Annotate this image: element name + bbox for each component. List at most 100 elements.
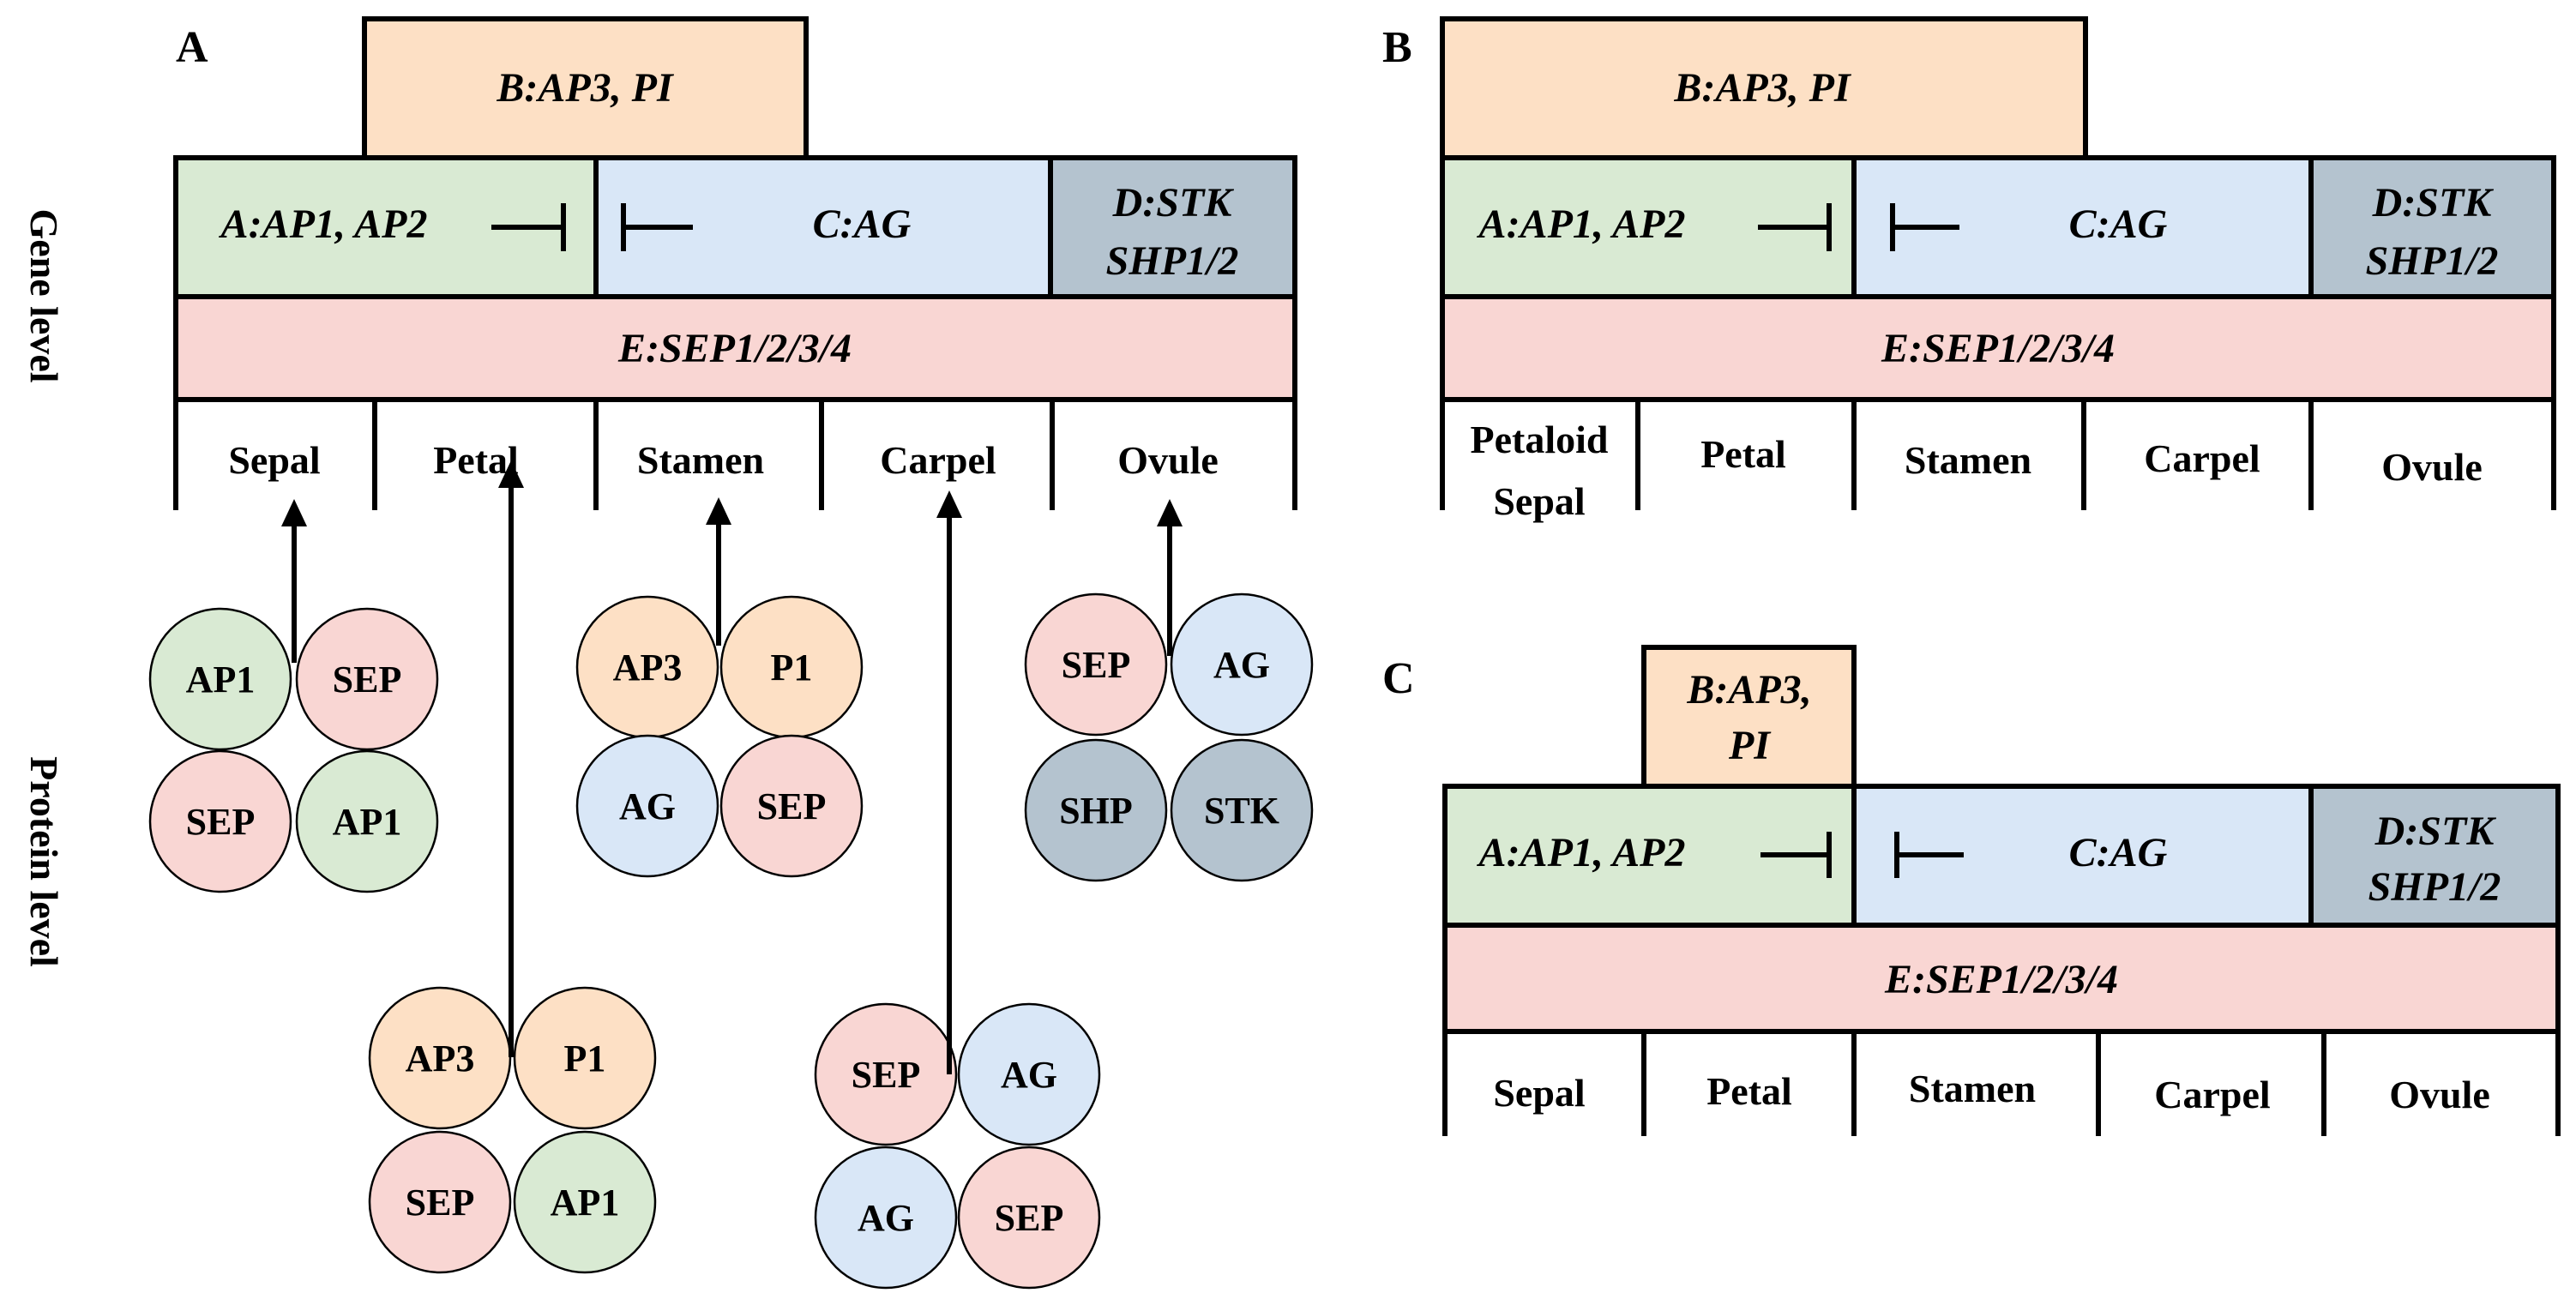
panel-a-a-function-label: A:AP1, AP2 [219,201,428,247]
panel-a-e-function-label: E:SEP1/2/3/4 [617,326,852,371]
protein-label: AP1 [551,1182,620,1224]
panel-c-organ-stamen: Stamen [1909,1067,2036,1110]
panel-b-c-function-label: C:AG [2069,201,2168,247]
protein-circle [1170,738,1314,882]
panel-b: B B:AP3, PI A:AP1, AP2 C:AG D:STK SHP1/2… [1382,16,2556,523]
panel-b-d-function-box [2308,155,2556,299]
protein-complex-carpel: SEP AG AG SEP [814,1002,1101,1290]
panel-b-organ-dividers [1440,400,2556,510]
protein-label: AG [858,1197,914,1239]
panel-b-b-function-label: B:AP3, PI [1673,65,1852,111]
panel-a-e-function-box [173,294,1297,402]
panel-b-organ-sepal: Sepal [1493,479,1585,523]
protein-label: SEP [757,785,827,827]
panel-a-organ-stamen: Stamen [637,438,764,482]
protein-circle [719,734,864,878]
protein-circle [368,1130,512,1274]
panel-b-a-function-label: A:AP1, AP2 [1477,201,1686,247]
protein-circle [295,749,439,893]
panel-b-d-function-label-1: D:STK [2372,180,2495,226]
protein-circle [814,1146,958,1290]
panel-c-organ-dividers [1442,1031,2561,1136]
panel-c-d-function-label-2: SHP1/2 [2368,864,2501,910]
panel-a-c-inhibition-icon [621,203,693,251]
panel-a-b-function-box [362,16,809,160]
protein-circle [1024,592,1168,737]
protein-label: SEP [1062,644,1131,686]
panel-c: C B:AP3, PI A:AP1, AP2 C:AG D:STK SHP1/2… [1382,645,2561,1136]
arrow-carpel-head [936,490,962,518]
protein-circle [295,607,439,751]
protein-circle [814,1002,958,1146]
panel-c-b-function-label-1: B:AP3, [1686,667,1811,713]
panel-c-letter: C [1382,654,1415,703]
protein-label: SEP [186,801,256,843]
arrow-stamen-head [706,497,731,525]
panel-c-d-function-box [2308,784,2561,928]
panel-c-organ-ovule: Ovule [2389,1073,2490,1116]
protein-circle [513,986,657,1130]
protein-circle [148,749,292,893]
panel-c-e-function-box [1442,923,2561,1034]
panel-c-organ-sepal: Sepal [1493,1071,1585,1115]
panel-a-organ-ovule: Ovule [1117,438,1219,482]
arrow-petal-head [498,460,524,488]
panel-c-b-function-label-2: PI [1728,723,1772,768]
protein-label: AP1 [186,659,256,701]
protein-label: AG [1213,644,1270,686]
panel-c-organ-petal: Petal [1706,1069,1792,1113]
protein-level-label: Protein level [22,756,66,967]
arrow-ovule-head [1157,499,1183,526]
protein-label: SHP [1059,790,1133,832]
panel-b-b-function-box [1440,16,2088,160]
panel-a-c-function-label: C:AG [813,201,912,247]
panel-b-organ-carpel: Carpel [2144,436,2260,480]
protein-label: AP3 [406,1037,475,1079]
arrow-sepal-head [281,499,307,526]
panel-a-arrows [281,460,1183,1074]
panel-c-organ-carpel: Carpel [2154,1073,2270,1116]
panel-b-letter: B [1382,23,1412,72]
panel-b-e-function-box [1440,294,2556,402]
panel-b-organ-petal: Petal [1700,432,1786,476]
protein-circle [148,607,292,751]
panel-a-organ-carpel: Carpel [880,438,996,482]
panel-a-b-function-label: B:AP3, PI [496,65,675,111]
protein-label: SEP [995,1197,1064,1239]
protein-circle [513,1130,657,1274]
protein-label: AP1 [333,801,402,843]
protein-label: SEP [333,659,402,701]
protein-label: AP3 [613,646,683,689]
protein-circle [1024,738,1168,882]
protein-circle [368,986,512,1130]
panel-b-d-function-label-2: SHP1/2 [2366,238,2499,284]
panel-b-organ-ovule: Ovule [2381,445,2483,489]
protein-label: AG [1001,1054,1057,1096]
panel-c-c-inhibition-icon [1894,832,1964,878]
panel-b-a-inhibition-icon [1758,203,1832,251]
protein-label: AG [619,785,676,827]
panel-b-organ-petaloid: Petaloid [1471,418,1609,461]
panel-a-d-function-box [1048,155,1297,299]
protein-circle [957,1146,1101,1290]
panel-c-e-function-label: E:SEP1/2/3/4 [1884,957,2118,1002]
panel-a-a-inhibition-icon [491,203,566,251]
panel-b-organ-stamen: Stamen [1905,438,2031,482]
protein-circle [957,1002,1101,1146]
protein-label: P1 [564,1037,606,1079]
protein-label: SEP [406,1182,475,1224]
panel-a-organ-sepal: Sepal [228,438,320,482]
panel-c-d-function-label-1: D:STK [2374,809,2497,854]
panel-a-organ-dividers [173,400,1297,510]
protein-circle [575,734,719,878]
protein-label: P1 [771,646,813,689]
panel-c-b-function-box [1641,645,1857,789]
protein-label: SEP [852,1054,921,1096]
panel-c-a-function-label: A:AP1, AP2 [1477,830,1686,875]
